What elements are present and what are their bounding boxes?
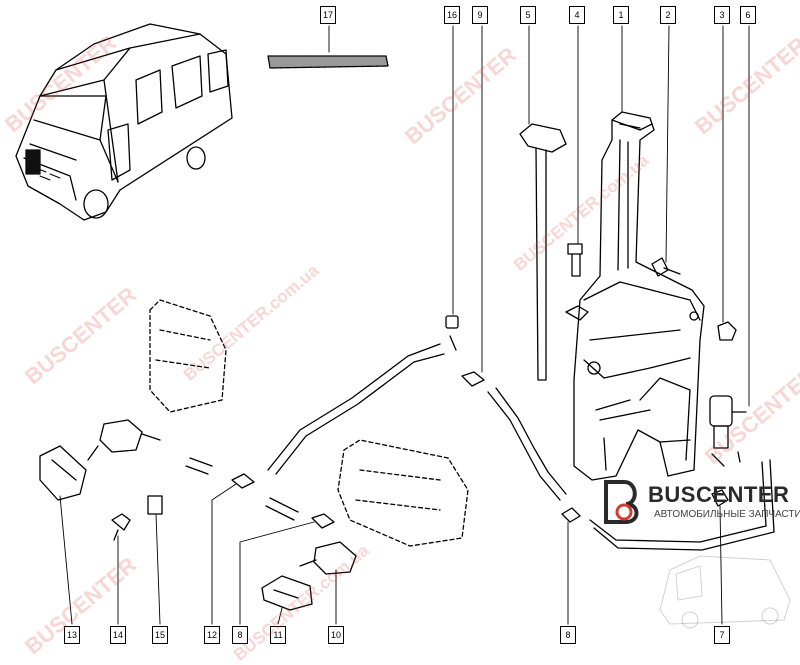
leader-lines [59,25,750,625]
van-illustration [15,23,233,221]
callout-5: 5 [520,6,536,24]
washer-reservoir [573,111,705,481]
callout-3: 3 [714,6,730,24]
nozzle-body-left [99,419,161,453]
hose-middle [487,387,567,501]
connector-part-8 [311,513,335,529]
logo-title: BUSCENTER [648,482,790,507]
connector-part-9 [461,371,485,387]
bolt-part-2 [651,257,681,277]
strip-part-17 [267,55,389,69]
nozzle-body-part-10 [299,541,357,575]
buscenter-logo: BUSCENTER АВТОМОБИЛЬНЫЕ ЗАПЧАСТИНИ [596,476,800,530]
connector-part-8b [561,507,581,523]
callout-2: 2 [660,6,676,24]
callout-13: 13 [64,626,80,644]
screw-part-14 [111,513,131,541]
logo-mark-icon [604,480,639,524]
callout-4: 4 [569,6,585,24]
nut-part-3 [717,321,737,341]
level-sensor-part-5 [519,123,567,381]
clip-part-15 [147,495,163,515]
headlamp-left [149,299,227,413]
callout-11: 11 [270,626,286,644]
hose-main [267,343,445,475]
bolt-part-4 [565,243,589,321]
callout-12: 12 [204,626,220,644]
callout-8-left: 8 [232,626,248,644]
headlamp-right [337,439,469,547]
hose-short-2 [265,497,299,521]
callout-7: 7 [714,626,730,644]
nozzle-left-part-13 [39,445,99,501]
hose-lower [589,459,775,551]
callout-8-right: 8 [560,626,576,644]
callout-14: 14 [110,626,126,644]
callout-17: 17 [320,6,336,24]
callout-16: 16 [444,6,460,24]
connector-part-16 [445,315,459,351]
connector-part-12 [231,473,255,489]
callout-1: 1 [613,6,629,24]
callout-15: 15 [152,626,168,644]
valve-part-7 [711,489,729,507]
callout-10: 10 [328,626,344,644]
pump-part-6 [709,395,747,467]
callout-9: 9 [472,6,488,24]
logo-subtitle: АВТОМОБИЛЬНЫЕ ЗАПЧАСТИНИ [654,509,800,520]
hose-short-1 [185,457,213,475]
nozzle-part-11 [261,575,313,611]
callout-6: 6 [740,6,756,24]
